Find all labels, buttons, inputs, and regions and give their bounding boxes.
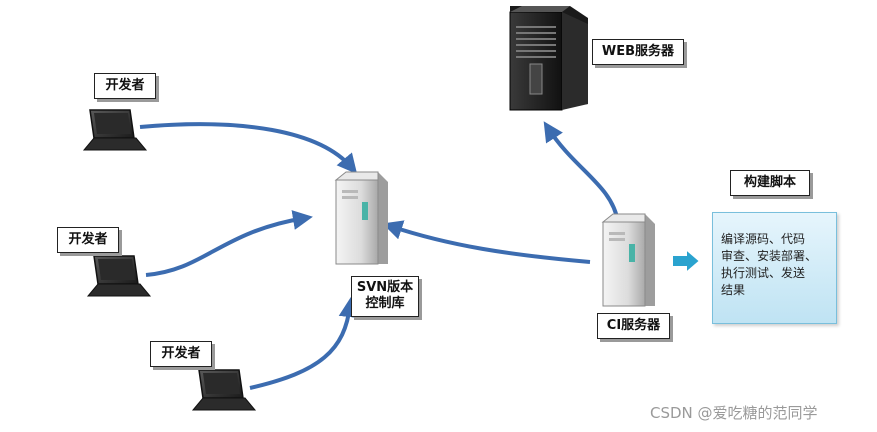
svn-label-line2: 控制库	[365, 296, 405, 312]
developer-label-2: 开发者	[57, 227, 119, 254]
server-icon	[334, 171, 388, 265]
build-script-line: 执行测试、发送	[721, 266, 806, 280]
build-script-line: 结果	[721, 283, 746, 297]
svn-label-line1: SVN版本	[356, 280, 414, 295]
dev1-to-svn-arrow	[139, 122, 358, 175]
build-script-box: 编译源码、代码 审查、安装部署、 执行测试、发送 结果	[712, 212, 837, 324]
tower-server-icon	[509, 6, 588, 111]
ci-server-label: CI服务器	[597, 313, 670, 340]
svn-label: SVN版本 控制库	[351, 276, 419, 317]
ci-to-web-arrow	[543, 121, 620, 223]
developer-label-1: 开发者	[94, 73, 156, 100]
laptop-icon	[82, 109, 148, 151]
right-arrow-icon	[671, 246, 702, 276]
web-server-label: WEB服务器	[592, 39, 684, 66]
build-script-title: 构建脚本	[730, 170, 810, 197]
build-script-line: 审查、安装部署、	[721, 249, 818, 263]
laptop-icon	[191, 369, 257, 411]
build-script-line: 编译源码、代码	[721, 232, 806, 246]
server-icon	[601, 213, 655, 307]
dev2-to-svn-arrow	[145, 210, 313, 277]
watermark: CSDN @爱吃糖的范同学	[650, 404, 818, 422]
ci-to-svn-arrow	[382, 220, 591, 264]
dev3-to-svn-arrow	[249, 297, 359, 390]
laptop-icon	[86, 255, 152, 297]
developer-label-3: 开发者	[150, 341, 212, 368]
